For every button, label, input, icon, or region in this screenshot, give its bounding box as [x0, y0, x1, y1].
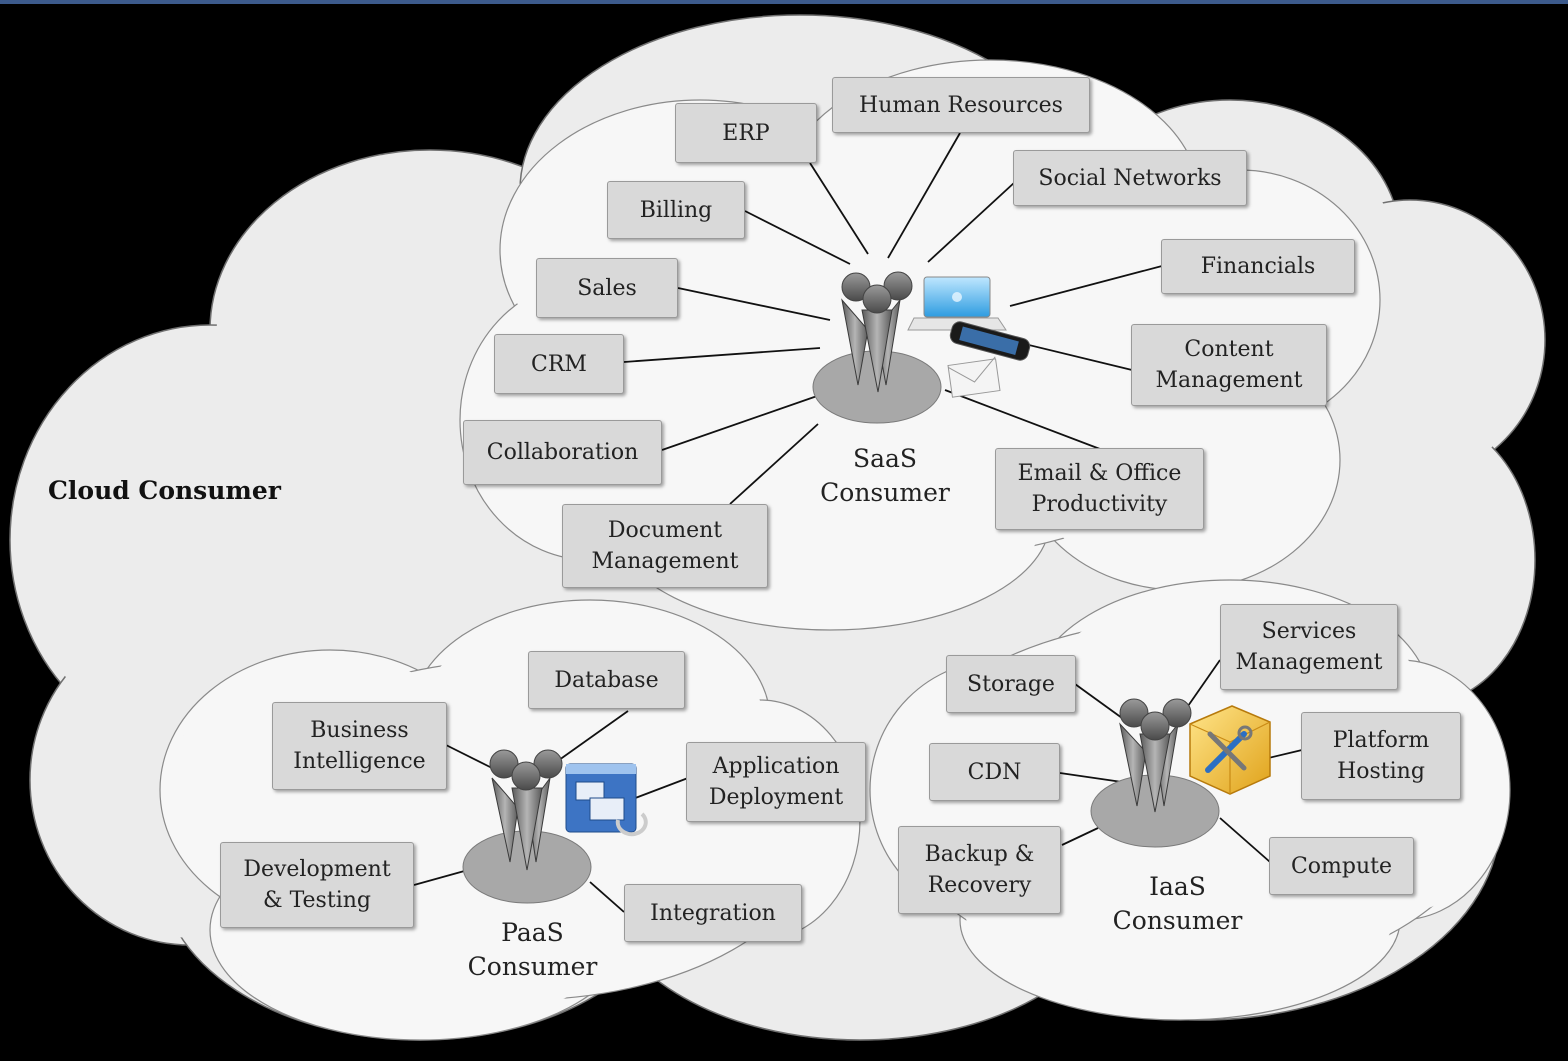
paas-service-development-testing: Development & Testing: [220, 842, 414, 928]
paas-service-application-deployment: Application Deployment: [686, 742, 866, 822]
saas-consumer-label: SaaS Consumer: [820, 444, 950, 507]
iaas-service-storage: Storage: [946, 655, 1076, 713]
saas-people-group-icon: [812, 271, 942, 424]
saas-service-collaboration: Collaboration: [463, 420, 662, 485]
iaas-service-cdn: CDN: [929, 743, 1060, 801]
iaas-people-group-icon: [1090, 698, 1220, 848]
saas-service-crm: CRM: [494, 334, 624, 394]
iaas-service-services-management: Services Management: [1220, 604, 1398, 690]
saas-service-document-management: Document Management: [562, 504, 768, 588]
iaas-connectors: [1059, 659, 1303, 863]
paas-service-database: Database: [528, 651, 685, 709]
saas-service-email-office-productivity: Email & Office Productivity: [995, 448, 1204, 530]
cloud-consumer-label: Cloud Consumer: [48, 476, 281, 505]
saas-service-content-management: Content Management: [1131, 324, 1327, 406]
saas-service-sales: Sales: [536, 258, 678, 318]
iaas-service-compute: Compute: [1269, 837, 1414, 895]
saas-service-financials: Financials: [1161, 239, 1355, 294]
tools-box-icon: [1189, 705, 1271, 795]
paas-connectors: [413, 710, 689, 913]
envelope-icon: [947, 356, 1001, 398]
saas-service-erp: ERP: [675, 103, 817, 163]
iaas-service-platform-hosting: Platform Hosting: [1301, 712, 1461, 800]
paas-people-group-icon: [462, 749, 592, 904]
top-bar: [0, 0, 1568, 4]
paas-service-business-intelligence: Business Intelligence: [272, 702, 447, 790]
saas-service-social-networks: Social Networks: [1013, 150, 1247, 206]
iaas-service-backup-recovery: Backup & Recovery: [898, 826, 1061, 914]
iaas-consumer-label: IaaS Consumer: [1112, 872, 1243, 935]
application-window-icon: [565, 763, 648, 837]
smartphone-icon: [949, 321, 1031, 361]
saas-service-human-resources: Human Resources: [832, 77, 1090, 133]
paas-service-integration: Integration: [624, 884, 802, 942]
paas-consumer-label: PaaS Consumer: [467, 918, 598, 981]
saas-connectors: [623, 132, 1163, 505]
saas-service-billing: Billing: [607, 181, 745, 239]
